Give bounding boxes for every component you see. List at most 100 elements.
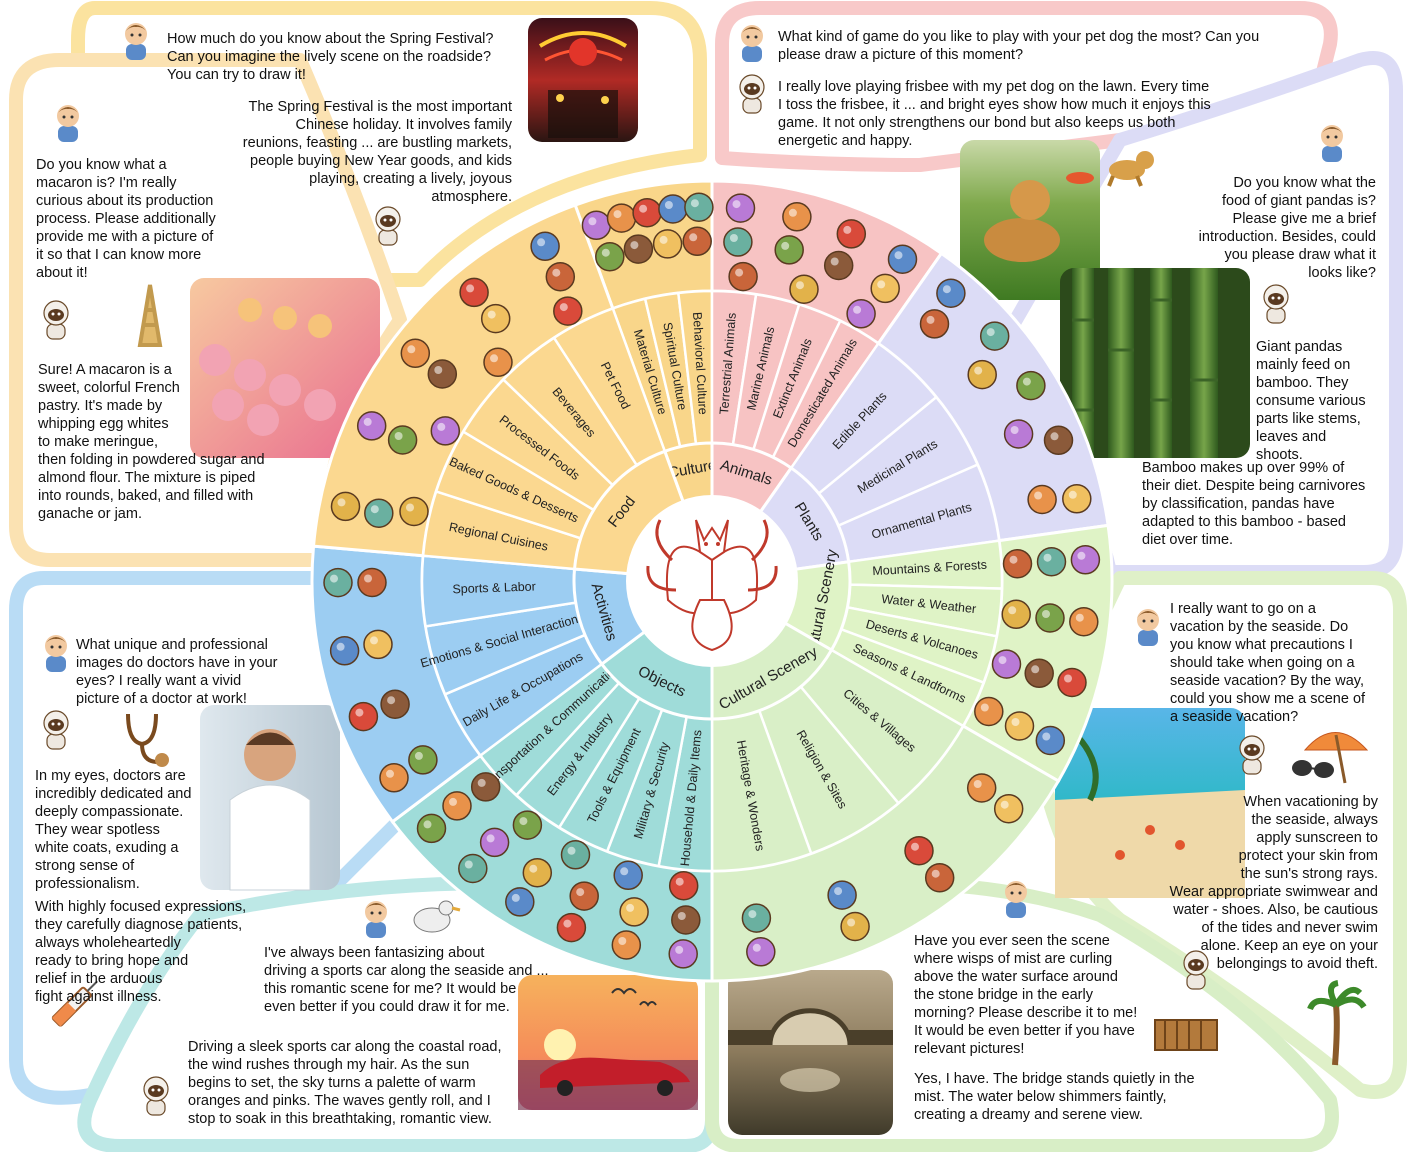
eiffel-tower-icon	[137, 284, 163, 347]
beach-icon	[1070, 545, 1101, 575]
robot-avatar-macaron	[43, 300, 69, 340]
dragon-icon	[632, 197, 662, 228]
pagoda-icon	[904, 835, 934, 866]
user-avatar-spring	[125, 23, 147, 60]
island-icon	[1036, 546, 1067, 577]
window-icon	[470, 772, 501, 802]
dog-answer: I really love playing frisbee with my pe…	[778, 79, 1211, 149]
user-avatar-doctor	[45, 635, 67, 672]
airplane-icon	[569, 881, 599, 911]
noodles-icon	[530, 231, 560, 262]
panda-answer-a: Giant pandas mainly feed on bamboo. They…	[1256, 339, 1366, 463]
whale-icon	[723, 227, 753, 257]
cow-icon	[966, 773, 997, 803]
temple-icon	[993, 793, 1024, 824]
bridge-answer: Yes, I have. The bridge stands quietly i…	[914, 1071, 1195, 1123]
headphones-icon	[613, 860, 643, 891]
doctor-photo	[200, 705, 340, 891]
robot-avatar-dog	[739, 74, 765, 114]
canned-food-icon	[545, 261, 576, 292]
person-icon	[380, 689, 410, 719]
user-avatar-bridge	[1005, 881, 1027, 918]
bamboo-photo	[1060, 268, 1250, 458]
park-icon	[827, 880, 857, 910]
lion-icon	[846, 299, 876, 329]
table-icon	[416, 813, 447, 844]
deer-icon	[870, 273, 900, 304]
panda-answer-b: Bamboo makes up over 99% of their diet. …	[1142, 460, 1366, 548]
seaside-photo	[1055, 708, 1245, 898]
sunglasses-icon	[1292, 760, 1334, 778]
suit-icon	[606, 203, 637, 233]
misty-bridge-photo	[728, 970, 893, 1135]
panda-question: Do you know what the food of giant panda…	[1198, 175, 1376, 281]
banana-icon	[919, 309, 950, 339]
subcategory-label[interactable]: Mountains & Forests	[872, 558, 987, 578]
desert-icon	[1004, 711, 1035, 741]
dog-frisbee-photo	[960, 140, 1100, 300]
subcategory-label[interactable]: Sports & Labor	[452, 579, 536, 596]
skewer-icon	[480, 303, 511, 334]
birds-icon	[611, 988, 657, 1007]
glove-icon	[671, 905, 701, 935]
sweet-potato-icon	[967, 359, 997, 390]
macaron-question: Do you know what a macaron is? I'm reall…	[36, 157, 216, 281]
doctor-question: What unique and professional images do d…	[76, 637, 278, 707]
juice-icon	[356, 411, 387, 441]
cottage-icon	[746, 937, 776, 967]
car-answer: Driving a sleek sports car along the coa…	[188, 1039, 502, 1127]
chair-icon	[611, 930, 642, 960]
apple-icon	[1043, 425, 1074, 456]
burger-icon	[553, 296, 583, 326]
bamboo-icon	[1003, 419, 1034, 449]
subcategory-label[interactable]: Behavioral Culture	[690, 312, 710, 416]
bridge-question: Have you ever seen the scene where wisps…	[914, 933, 1138, 1057]
dumplings-icon	[459, 277, 489, 308]
macaron-answer: Sure! A macaron is a sweet, colorful Fre…	[38, 362, 265, 522]
rainbow-icon	[1024, 658, 1054, 689]
bridge-icon	[741, 903, 772, 933]
hill-icon	[974, 696, 1004, 727]
calligraphy-scroll-icon	[581, 210, 612, 241]
buildings-icon	[924, 862, 955, 893]
mug-icon	[505, 887, 535, 917]
user-avatar-dog	[741, 25, 763, 62]
user-avatar-macaron	[57, 105, 79, 142]
snowy-forest-icon	[1057, 667, 1087, 698]
handshake-icon	[357, 567, 387, 598]
worker-icon	[348, 701, 379, 732]
roast-turkey-icon	[658, 194, 688, 224]
tang-jacket-icon	[652, 229, 683, 259]
robot-avatar-panda	[1263, 284, 1289, 324]
user-avatar-panda	[1321, 125, 1343, 162]
tomato-icon	[1027, 484, 1057, 515]
volcano-icon	[991, 649, 1022, 679]
robot-avatar-seaside	[1239, 735, 1265, 775]
turkey-leg-icon	[427, 359, 458, 389]
corn-icon	[979, 321, 1010, 351]
user-avatar-seaside	[1137, 609, 1159, 646]
bus-icon	[479, 827, 510, 858]
syringe-icon	[51, 980, 98, 1027]
nine-tailed-fox-icon	[630, 499, 794, 663]
fan-icon	[556, 912, 587, 943]
waving-person-icon	[329, 636, 360, 666]
doctor-answer-a: In my eyes, doctors are incredibly dedic…	[35, 768, 192, 892]
doctor-answer-b: With highly focused expressions, they ca…	[35, 899, 247, 1005]
tornado-icon	[1035, 725, 1066, 756]
bear-icon	[774, 235, 804, 265]
ostrich-icon	[789, 274, 819, 304]
user-avatar-car	[365, 901, 387, 938]
doctor-icon	[363, 629, 393, 660]
robot-avatar-doctor	[43, 710, 69, 750]
waterfall-icon	[1035, 603, 1065, 633]
lettuce-icon	[1016, 370, 1046, 401]
car-question: I've always been fantasizing about drivi…	[264, 945, 549, 1015]
robot-avatar-spring	[375, 206, 401, 246]
